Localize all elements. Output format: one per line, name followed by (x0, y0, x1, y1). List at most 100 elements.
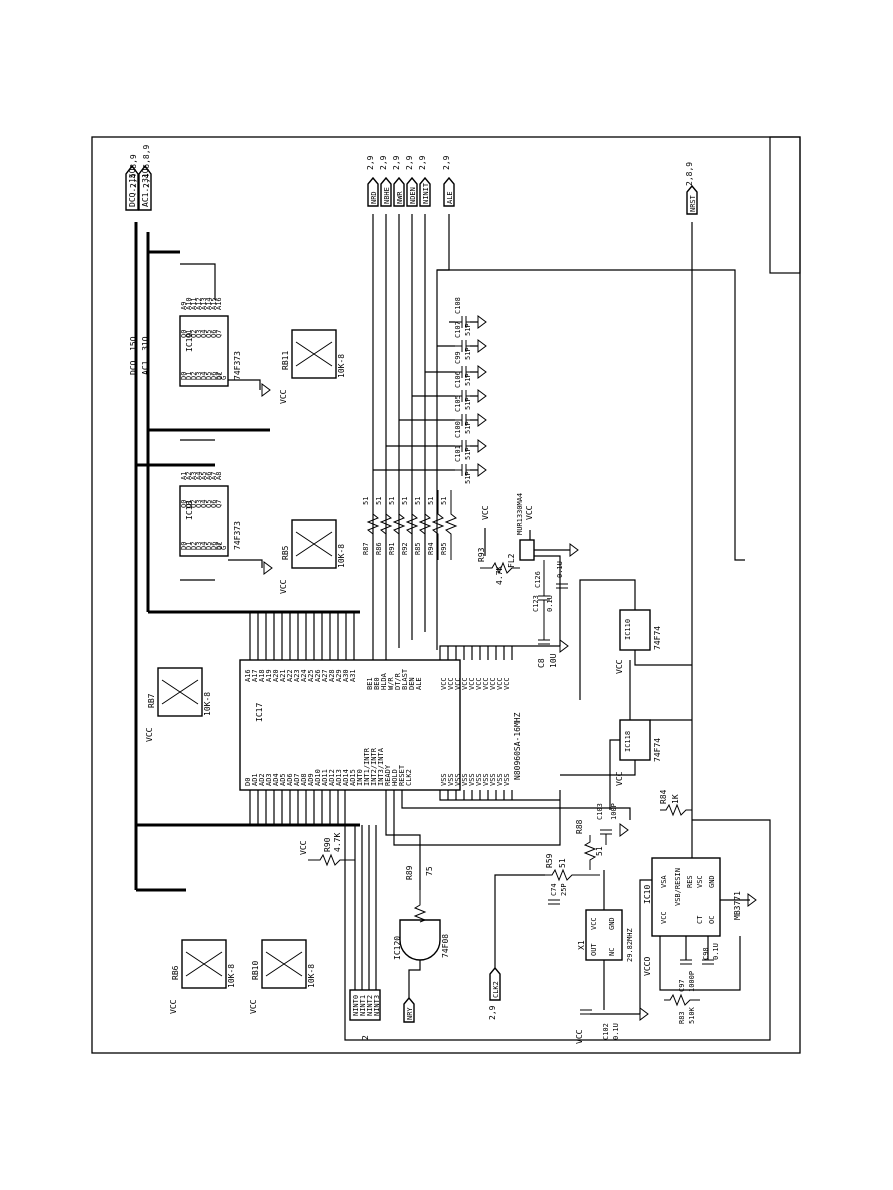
r59-value: 51 (558, 858, 567, 868)
latch-addr-label: A6 (205, 472, 213, 480)
latch-in-pin: D1 (185, 372, 193, 380)
ic17-bus-ctrl-pin: DT/R (394, 672, 402, 690)
ic17-vss-wires (439, 790, 560, 801)
ic17-vcc-pin: VCC (475, 677, 483, 690)
clk2-label: CLK2 (492, 981, 500, 998)
load-capacitor-ref: C101 (454, 445, 462, 462)
ninit-connector[interactable]: NINIT (419, 176, 431, 207)
ic17-data-pin: AD1 (251, 773, 259, 786)
ic17-vss-pin: VSS (489, 773, 497, 786)
latch-in-pin: D4 (200, 372, 208, 380)
ic17-vcc-pin: VCC (454, 677, 462, 690)
latch-in-pin: D2 (190, 372, 198, 380)
c97-capacitor: C97 1000P (678, 959, 696, 992)
dcq-bus-connector-label: DCQ..15Q (128, 168, 137, 207)
dcq-bus-connector[interactable]: DCQ..15Q (125, 164, 139, 211)
resistor-network-value: 10K-8 (227, 964, 236, 988)
nry-connector[interactable]: NRY (403, 996, 415, 1023)
ic19-pin-group: D0D1D2D3D4D5D6D7Q0Q1Q2Q3Q4Q5Q6Q7A9A10A11… (180, 297, 228, 380)
latch-in-pin: D7 (215, 372, 223, 380)
ic17-ref: IC17 (255, 703, 264, 722)
nwr-label: NWR (396, 191, 404, 204)
series-resistor-value: 51 (427, 497, 435, 505)
ac-bus-connector[interactable]: AC1..31Q (138, 164, 152, 211)
latch-out-pin: Q6 (210, 330, 218, 338)
ic17-vss-pin: VSS (475, 773, 483, 786)
series-resistor-value: 51 (440, 497, 448, 505)
series-resistor-ref: R85 (414, 542, 422, 555)
r83-value: 510K (688, 1006, 696, 1024)
nrst-connector[interactable]: NRST (686, 184, 698, 215)
ic10-pin-res: RES (686, 875, 694, 888)
latch-addr-label: A2 (185, 472, 193, 480)
ic10-pin-oc: OC (708, 916, 716, 924)
ground-symbol (477, 365, 487, 379)
c123-value: 0.1U (546, 595, 554, 612)
r93-ref: R93 (477, 547, 486, 562)
ale-connector[interactable]: ALE (443, 176, 455, 207)
load-capacitor-value: 51P (464, 447, 472, 460)
series-resistor (366, 490, 380, 560)
ic120-part: 74F08 (441, 934, 450, 958)
flipflop-wires (560, 579, 692, 810)
ic17-vcc-pin: VCC (447, 677, 455, 690)
load-capacitor (455, 414, 470, 426)
ac-bus-pages: 2,4,6,8,9 (142, 144, 151, 188)
power-filter-wires (484, 528, 570, 646)
ic17-bus-ctrl-pin: HLDA (380, 672, 388, 690)
latch-out-pin: Q2 (190, 330, 198, 338)
int-input-connectors[interactable]: NINT0 NINT1 NINT2 NINT3 2 (349, 989, 381, 1040)
ic17-addr-pin: A25 (307, 669, 315, 682)
latch-out-pin: Q0 (180, 330, 188, 338)
r84-value: 1K (671, 794, 680, 804)
ic17-addr-pin: A28 (328, 669, 336, 682)
sheet-border (91, 136, 801, 1054)
nwr-connector[interactable]: NWR (393, 176, 405, 207)
ic17-vcc-pin: VCC (489, 677, 497, 690)
int-input-wires (344, 790, 771, 1041)
ac-bus-line (134, 222, 186, 892)
series-resistor-ref: R92 (401, 542, 409, 555)
load-capacitor-ref: C108 (454, 297, 462, 314)
ic17-ctrl-pin: INT0 (356, 769, 364, 786)
ic17-data-pin: AD12 (328, 769, 336, 786)
ic17-bus-ctrl-pin: BLAST (401, 668, 409, 690)
ic17-vcc-pin: VCC (468, 677, 476, 690)
c74-ref: C74 (550, 883, 558, 896)
nint3-label: NINT3 (373, 995, 381, 1016)
nden-connector[interactable]: NDEN (406, 176, 418, 207)
nry-wire (408, 960, 421, 998)
ic17-data-pin: AD6 (286, 773, 294, 786)
ic17-vss-pin: VSS (468, 773, 476, 786)
series-resistor (392, 490, 406, 560)
cap-ladder-wires (373, 269, 745, 561)
r59-resistor: R59 51 (545, 853, 600, 882)
ic17-vcc-pin: VCC (482, 677, 490, 690)
nrd-top-pages: 2,9 (366, 155, 375, 170)
clk2-pages: 2,9 (488, 1005, 497, 1020)
ale-pages: 2,9 (442, 155, 451, 170)
ground-symbol (477, 439, 487, 453)
ic17-addr-pin: A29 (335, 669, 343, 682)
load-capacitor (455, 316, 470, 328)
nrst-label: NRST (689, 194, 697, 212)
x1-pin-vcc: VCC (590, 917, 598, 930)
ic18-part: 74F373 (233, 521, 242, 550)
load-capacitor-ref: C105 (454, 395, 462, 412)
series-resistor-value: 51 (388, 497, 396, 505)
ic17-data-pin: AD7 (293, 773, 301, 786)
ic17-data-pin: AD8 (300, 773, 308, 786)
load-capacitor-ref: C107 (454, 321, 462, 338)
resistor-network-vcc: VCC (169, 999, 178, 1014)
ic17-vcc-pin: VCC (496, 677, 504, 690)
ic17-vss-pin: VSS (447, 773, 455, 786)
nbhe-connector[interactable]: NBHE (380, 176, 392, 207)
nrd-top-connector[interactable]: NRD (367, 176, 379, 207)
ic10-pin-vcc: VCC (660, 911, 668, 924)
latch-in-pin: D0 (180, 542, 188, 550)
clk2-connector[interactable]: CLK2 (489, 966, 501, 1001)
r93-resistor: R93 4.7K (477, 547, 520, 585)
ic17-vss-pin: VSS (461, 773, 469, 786)
